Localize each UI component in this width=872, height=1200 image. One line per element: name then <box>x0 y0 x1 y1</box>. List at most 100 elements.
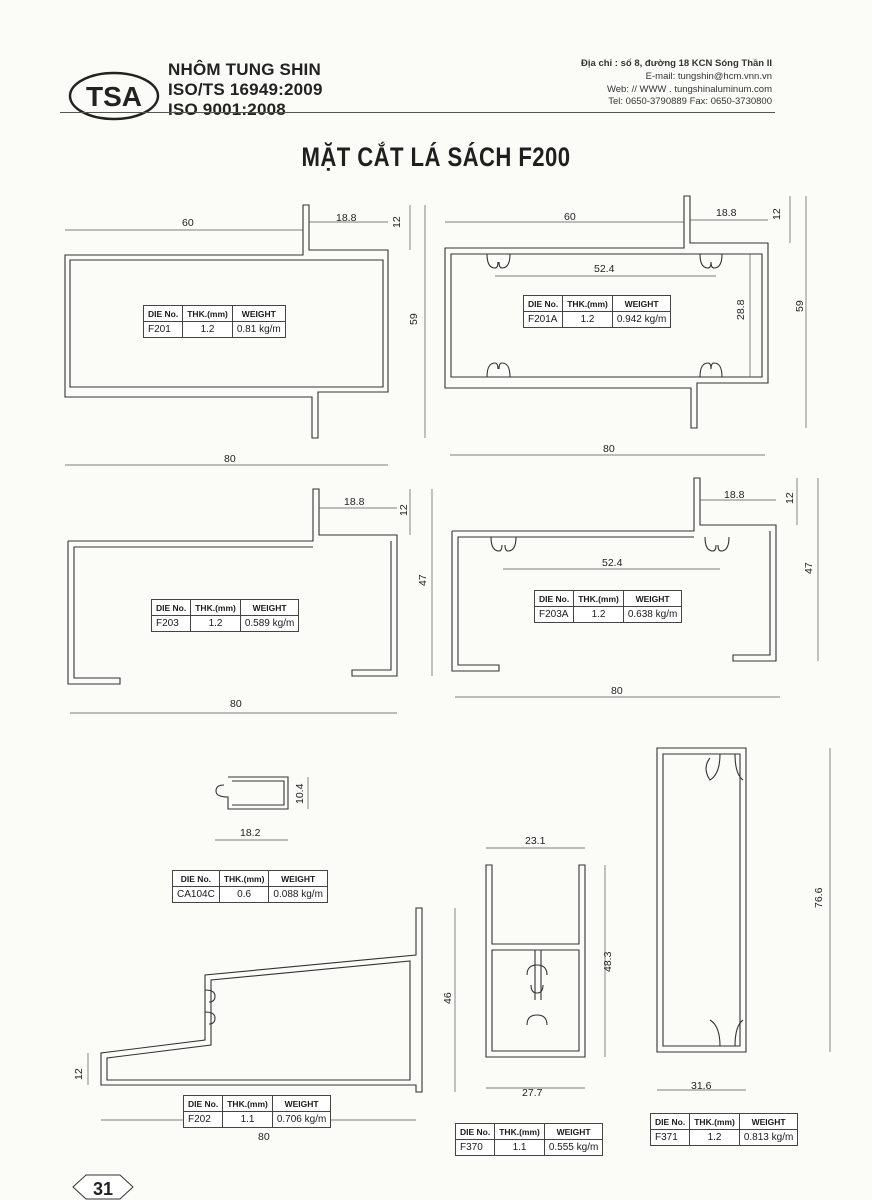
header-thk: THK.(mm) <box>218 870 270 887</box>
header-die: DIE No. <box>522 295 564 312</box>
f201a-dim-clip-span: 52.4 <box>594 263 615 275</box>
header-thk: THK.(mm) <box>222 1095 273 1112</box>
profile-ca104c-outline <box>215 776 289 810</box>
f203a-dim-clip-span: 52.4 <box>602 557 623 569</box>
thickness: 1.2 <box>573 606 624 623</box>
weight: 0.555 kg/m <box>543 1139 604 1156</box>
weight: 0.813 kg/m <box>738 1129 799 1146</box>
profile-f203-outline <box>67 488 398 685</box>
header-die: DIE No. <box>649 1113 691 1130</box>
company-website: Web: // WWW . tungshinaluminum.com <box>606 84 772 95</box>
f371-dim-height: 76.6 <box>813 887 825 908</box>
die-no: F370 <box>454 1139 496 1156</box>
f203-dim-width: 80 <box>230 698 242 710</box>
f203-dim-fin-height: 12 <box>398 504 410 516</box>
company-email: E-mail: tungshin@hcm.vnn.vn <box>645 71 772 82</box>
die-no: F371 <box>649 1129 691 1146</box>
header-thk: THK.(mm) <box>190 599 241 616</box>
thickness: 1.1 <box>222 1111 273 1128</box>
page-number-badge: 31 <box>72 1174 134 1200</box>
f202-dim-width: 80 <box>258 1131 270 1143</box>
f370-dim-top-width: 23.1 <box>525 835 546 847</box>
weight: 0.706 kg/m <box>271 1111 332 1128</box>
thickness: 1.2 <box>182 321 233 338</box>
profile-f201a-outline <box>444 195 769 429</box>
f203-dim-fin-offset: 18.8 <box>344 496 365 508</box>
f371-dim-width: 31.6 <box>691 1080 712 1092</box>
profile-f203a-outline <box>451 477 777 672</box>
profile-f201-outline <box>64 204 389 439</box>
profile-f202-outline <box>100 907 423 1093</box>
tsa-logo: TSA <box>68 71 160 121</box>
profile-f371-outline <box>656 747 747 1053</box>
f201a-dim-fin-offset: 18.8 <box>716 207 737 219</box>
header-thk: THK.(mm) <box>689 1113 740 1130</box>
header-die: DIE No. <box>150 599 192 616</box>
header-weight: WEIGHT <box>239 599 300 616</box>
company-address: Địa chỉ : số 8, đường 18 KCN Sóng Thần I… <box>581 58 772 69</box>
header-die: DIE No. <box>142 305 184 322</box>
die-no: F203 <box>150 615 192 632</box>
f201a-dim-width-top: 60 <box>564 211 576 223</box>
f203-dim-height: 47 <box>417 574 429 586</box>
thickness: 1.2 <box>562 311 613 328</box>
logo-text: TSA <box>86 81 142 112</box>
weight: 0.81 kg/m <box>231 321 286 338</box>
thickness: 1.1 <box>494 1139 545 1156</box>
f370-dim-height: 48.3 <box>602 951 614 972</box>
thickness: 1.2 <box>689 1129 740 1146</box>
f201a-dim-fin-height: 12 <box>771 208 783 220</box>
f201-dim-width-top: 60 <box>182 217 194 229</box>
header-weight: WEIGHT <box>611 295 672 312</box>
header-die: DIE No. <box>182 1095 224 1112</box>
f203a-dim-fin-offset: 18.8 <box>724 489 745 501</box>
f201-dim-width: 80 <box>224 453 236 465</box>
page-title: MẶT CẮT LÁ SÁCH F200 <box>301 142 571 172</box>
ca104c-dim-width: 18.2 <box>240 827 261 839</box>
f201-dim-fin-offset: 18.8 <box>336 212 357 224</box>
f201a-dim-height: 59 <box>794 300 806 312</box>
die-no: F201 <box>142 321 184 338</box>
f202-dim-height: 46 <box>442 992 454 1004</box>
die-no: F201A <box>522 311 564 328</box>
f201-dim-fin-height: 12 <box>391 216 403 228</box>
header-die: DIE No. <box>172 870 220 887</box>
header-thk: THK.(mm) <box>573 590 624 607</box>
f202-dim-lip-height: 12 <box>73 1068 85 1080</box>
header-weight: WEIGHT <box>271 1095 332 1112</box>
page-number: 31 <box>93 1179 113 1199</box>
f203a-dim-width: 80 <box>611 685 623 697</box>
die-no: CA104C <box>172 886 220 903</box>
header-weight: WEIGHT <box>543 1123 604 1140</box>
header-weight: WEIGHT <box>268 870 328 887</box>
thickness: 0.6 <box>218 886 270 903</box>
header-thk: THK.(mm) <box>494 1123 545 1140</box>
f203a-dim-height: 47 <box>803 562 815 574</box>
company-name: NHÔM TUNG SHIN <box>168 60 321 79</box>
die-no: F202 <box>182 1111 224 1128</box>
weight: 0.942 kg/m <box>611 311 672 328</box>
certification-iso-9001: ISO 9001:2008 <box>168 100 286 119</box>
f201a-dim-clip-height: 28.8 <box>735 299 747 320</box>
ca104c-dim-height: 10.4 <box>294 783 306 804</box>
f201a-dim-width: 80 <box>603 443 615 455</box>
certification-iso-ts: ISO/TS 16949:2009 <box>168 80 323 99</box>
weight: 0.589 kg/m <box>239 615 300 632</box>
weight: 0.638 kg/m <box>622 606 683 623</box>
f201-dim-height: 59 <box>408 313 420 325</box>
profile-f370-outline <box>485 864 586 1058</box>
die-no: F203A <box>533 606 575 623</box>
header-thk: THK.(mm) <box>182 305 233 322</box>
header-weight: WEIGHT <box>622 590 683 607</box>
header-divider <box>60 112 775 113</box>
header-weight: WEIGHT <box>231 305 286 322</box>
thickness: 1.2 <box>190 615 241 632</box>
header-die: DIE No. <box>454 1123 496 1140</box>
